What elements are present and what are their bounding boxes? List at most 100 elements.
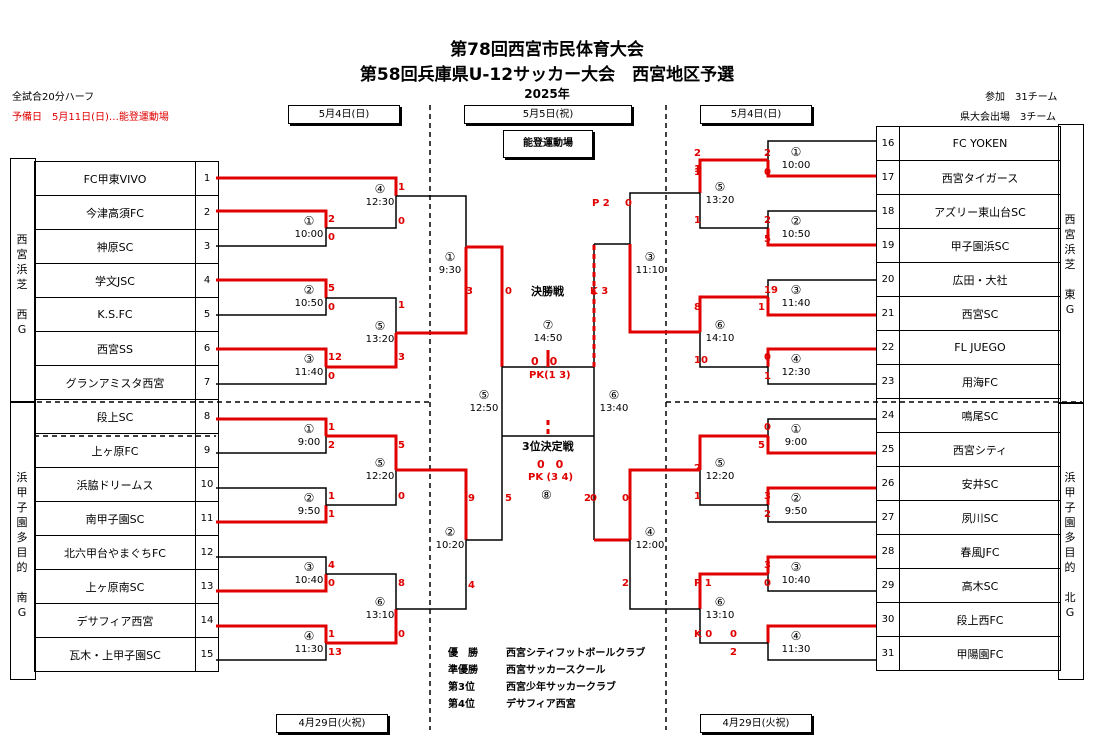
match-time: 11:40	[294, 367, 324, 378]
score-value: 0	[764, 578, 771, 589]
score-value: 0	[398, 491, 405, 502]
year-label: 2025年	[524, 87, 570, 101]
bracket-path	[699, 193, 768, 229]
team-number: 19	[876, 228, 900, 263]
bracket-path	[466, 436, 503, 541]
score-value: 8	[694, 302, 701, 313]
bracket-path	[396, 195, 467, 247]
match-number: ①	[303, 422, 315, 436]
score-value: P 2	[592, 198, 610, 209]
team-name: 今津高須FC	[34, 195, 196, 230]
match-number: ②	[303, 491, 315, 505]
bracket-path	[629, 192, 700, 244]
match-time: 10:00	[781, 160, 811, 171]
score-value: 0	[730, 629, 737, 640]
third-place-match-number: ⑧	[541, 488, 552, 502]
match-number: ⑦	[542, 318, 554, 332]
result-row: 第3位西宮少年サッカークラブ	[448, 682, 616, 693]
score-value: 2	[584, 493, 591, 504]
winner-path	[216, 176, 398, 196]
score-value: 1	[764, 371, 771, 382]
match-number: ③	[790, 560, 802, 574]
bracket-path	[216, 556, 327, 574]
date-box-top-right: 5月4日(日)	[700, 105, 812, 124]
match-time: 10:40	[294, 575, 324, 586]
winner-path	[766, 160, 876, 178]
score-value: 1	[328, 629, 335, 640]
team-name: FC甲東VIVO	[34, 161, 196, 196]
bracket-path	[326, 196, 397, 229]
match-time: 11:40	[781, 298, 811, 309]
match-time: 10:50	[294, 298, 324, 309]
score-value: 2	[764, 215, 771, 226]
bracket-path	[216, 643, 327, 661]
winner-path	[766, 228, 876, 247]
team-number: 14	[195, 603, 219, 638]
match-number: ⑤	[714, 456, 726, 470]
team-number: 16	[876, 126, 900, 161]
match-number: ⑥	[714, 595, 726, 609]
bracket-path	[326, 470, 397, 506]
match-number: ⑤	[714, 180, 726, 194]
match-number: ④	[790, 629, 802, 643]
result-row: 優 勝西宮シティフットボールクラブ	[448, 648, 646, 659]
score-value: 1	[328, 509, 335, 520]
bracket-path	[216, 487, 327, 505]
team-number: 7	[195, 365, 219, 400]
team-number: 9	[195, 433, 219, 468]
score-value: 5	[758, 440, 765, 451]
team-name: 学文JSC	[34, 263, 196, 298]
third-place-score: 0 0	[537, 458, 564, 471]
score-value: 2	[694, 463, 701, 474]
bracket-path	[767, 418, 876, 436]
team-name: 用海FC	[899, 364, 1061, 399]
winner-path	[766, 297, 876, 317]
team-name: 西宮SS	[34, 331, 196, 366]
team-number: 18	[876, 194, 900, 229]
bracket-path	[326, 297, 397, 333]
winner-path	[326, 434, 398, 470]
winner-path	[766, 347, 876, 367]
match-number: ①	[790, 422, 802, 436]
third-place-pk: PK (3 4)	[528, 472, 574, 483]
team-name: 瓦木・上甲子園SC	[34, 637, 196, 672]
result-row: 第4位デサフィア西宮	[448, 699, 576, 710]
score-value: 8	[398, 578, 405, 589]
match-time: 12:00	[635, 540, 665, 551]
team-name: 上ヶ原南SC	[34, 569, 196, 604]
final-results: 優 勝西宮シティフットボールクラブ 準優勝西宮サッカースクール 第3位西宮少年サ…	[448, 645, 645, 713]
match-time: 9:00	[784, 437, 808, 448]
bracket-path	[216, 298, 327, 316]
score-value: P 1	[694, 578, 712, 589]
participants-note: 参加 31チーム	[985, 92, 1058, 103]
match-number: ⑥	[374, 595, 386, 609]
score-value: 1	[694, 491, 701, 502]
score-value: 5	[505, 493, 512, 504]
team-number: 12	[195, 535, 219, 570]
winner-path	[216, 209, 328, 228]
match-time: 9:00	[297, 437, 321, 448]
match-time: 12:20	[705, 471, 735, 482]
match-time: 12:50	[469, 403, 499, 414]
team-number: 8	[195, 399, 219, 434]
score-value: 0	[764, 167, 771, 178]
score-value: 2	[764, 148, 771, 159]
date-box-top-center: 5月5日(祝)	[464, 105, 632, 124]
